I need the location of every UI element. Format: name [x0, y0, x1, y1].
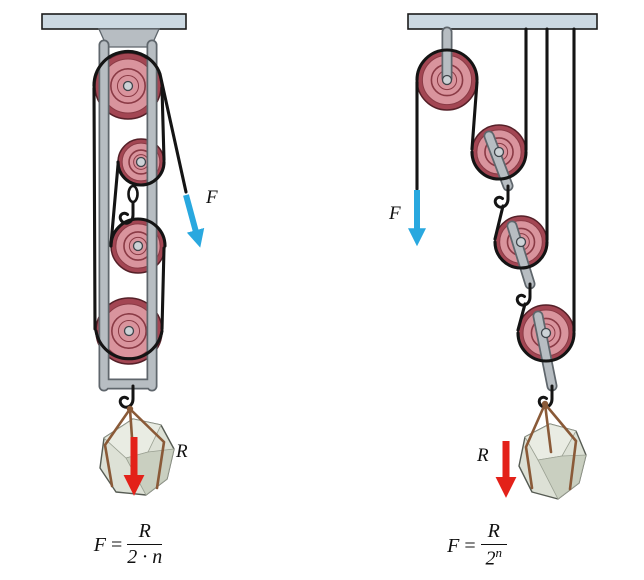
axle-bolt [515, 236, 527, 248]
formula-left-numerator: R [127, 520, 163, 545]
frame-left [98, 39, 158, 392]
axle-bolt [540, 327, 552, 339]
force-arrow-left [183, 194, 205, 248]
ceiling-right [407, 13, 598, 30]
load-label-right: R [476, 445, 489, 466]
rope-segment [160, 246, 166, 331]
axle-bolt [132, 240, 144, 252]
formula-right-equals: = [464, 534, 476, 557]
force-label-left: F [205, 187, 218, 208]
axle-bolt [122, 80, 134, 92]
rope-knot [126, 405, 134, 413]
tie-rope-right [524, 402, 578, 491]
formula-right-denominator: 2n [481, 545, 507, 571]
axle-bolt [123, 325, 135, 337]
hooks [118, 184, 554, 409]
ceiling-left [41, 13, 187, 30]
rope-wrap-movable-1 [470, 150, 528, 181]
chain-link [127, 184, 139, 204]
rope-segment [92, 86, 97, 331]
formula-right-numerator: R [480, 520, 507, 545]
rope-segment [470, 80, 479, 151]
rope-wrap-movable-3 [516, 331, 576, 363]
rope-knot [541, 400, 549, 408]
axle-bolt [493, 146, 505, 158]
axle-bolt [135, 156, 147, 168]
tie-rope-left [103, 407, 166, 490]
movable-pulley-strap-2-face [508, 222, 534, 288]
movable-pulley-strap-3-face [534, 312, 556, 390]
formula-left-denominator: 2 · n [127, 546, 163, 568]
rope-wrap-third-pulley [109, 217, 167, 248]
force-label-right: F [388, 203, 401, 224]
rope-wrap-movable-2 [493, 240, 549, 270]
stone-right [518, 400, 587, 500]
rope-wrap-fixed-pulley [415, 48, 479, 82]
rope-segment [493, 204, 505, 241]
formula-right-lhs: F [447, 534, 460, 557]
rope-wrap-bottom-pulley [94, 329, 164, 361]
load-label-left: R [175, 441, 188, 462]
rope-wrap-second-pulley [116, 160, 166, 187]
rope-system-right [415, 27, 576, 363]
axle-bolts [122, 74, 552, 339]
rope-system-left [92, 49, 188, 361]
axle-bolt [441, 74, 453, 86]
rope-to-effort-left [92, 49, 188, 194]
formula-right-denominator-exponent: n [495, 545, 503, 560]
formula-right-denominator-base: 2 [485, 547, 496, 570]
rope-segment [516, 302, 527, 332]
rope-segment [160, 86, 166, 162]
formula-left-equals: = [110, 534, 123, 557]
formula-left-lhs: F [93, 534, 106, 557]
rope-segment [109, 163, 120, 246]
